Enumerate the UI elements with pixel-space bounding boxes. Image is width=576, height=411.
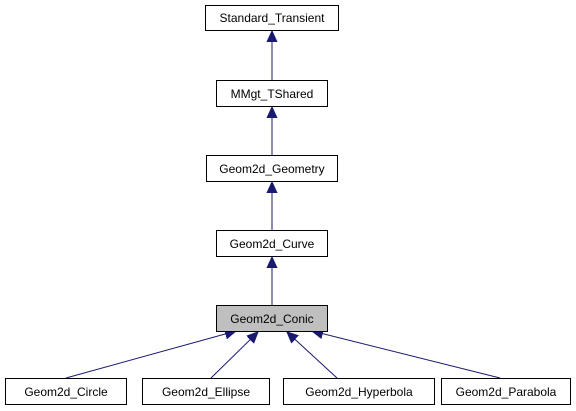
edge-parabola-to-conic (312, 331, 501, 379)
edge-ellipse-to-conic (210, 332, 258, 379)
node-standard-transient[interactable]: Standard_Transient (205, 5, 339, 31)
node-geom2d-geometry[interactable]: Geom2d_Geometry (206, 155, 338, 182)
node-geom2d-parabola[interactable]: Geom2d_Parabola (441, 378, 571, 405)
node-geom2d-conic: Geom2d_Conic (216, 305, 328, 332)
node-geom2d-ellipse[interactable]: Geom2d_Ellipse (142, 378, 270, 405)
edge-hyperbola-to-conic (287, 332, 338, 379)
edge-circle-to-conic (65, 331, 236, 379)
node-mmgt-tshared[interactable]: MMgt_TShared (216, 80, 328, 107)
node-geom2d-hyperbola[interactable]: Geom2d_Hyperbola (283, 378, 435, 405)
node-geom2d-circle[interactable]: Geom2d_Circle (5, 378, 127, 405)
node-geom2d-curve[interactable]: Geom2d_Curve (216, 230, 328, 257)
